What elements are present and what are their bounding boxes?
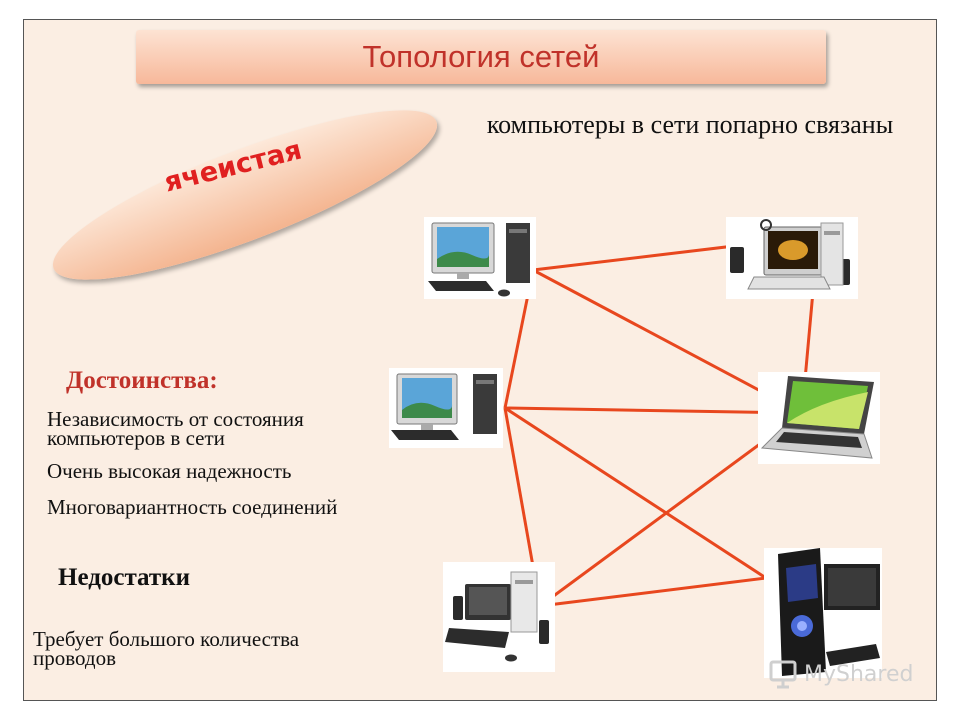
presentation-icon xyxy=(769,660,797,689)
disadvantage-item: Требует большого количества проводов xyxy=(33,627,300,670)
disadvantages-heading: Недостатки xyxy=(58,564,190,591)
topology-description: компьютеры в сети попарно связаны xyxy=(486,110,894,139)
watermark-text: MyShared xyxy=(804,661,914,687)
desktop-computer-icon xyxy=(443,562,555,672)
page-title: Топология сетей xyxy=(362,39,600,74)
advantage-item: Многовариантность соединений xyxy=(47,495,338,519)
desktop-computer-icon xyxy=(726,217,858,299)
network-link-pc-mid-left-laptop-mid-right xyxy=(504,406,803,415)
gaming-computer-icon xyxy=(764,548,882,678)
advantage-item: Очень высокая надежность xyxy=(47,459,292,483)
advantages-heading: Достоинства: xyxy=(66,367,218,394)
advantage-item: Независимость от состояния компьютеров в… xyxy=(47,407,304,450)
desktop-computer-icon xyxy=(389,368,503,448)
desktop-computer-icon xyxy=(424,217,536,299)
network-link-pc-mid-left-gaming-pc-bottom-right xyxy=(504,406,767,580)
laptop-computer-icon xyxy=(758,372,880,464)
network-link-pc-top-left-laptop-mid-right xyxy=(532,268,803,415)
watermark: MyShared xyxy=(768,656,913,692)
network-link-pc-bottom-left-gaming-pc-bottom-right xyxy=(539,576,767,608)
title-banner: Топология сетей xyxy=(136,30,826,84)
